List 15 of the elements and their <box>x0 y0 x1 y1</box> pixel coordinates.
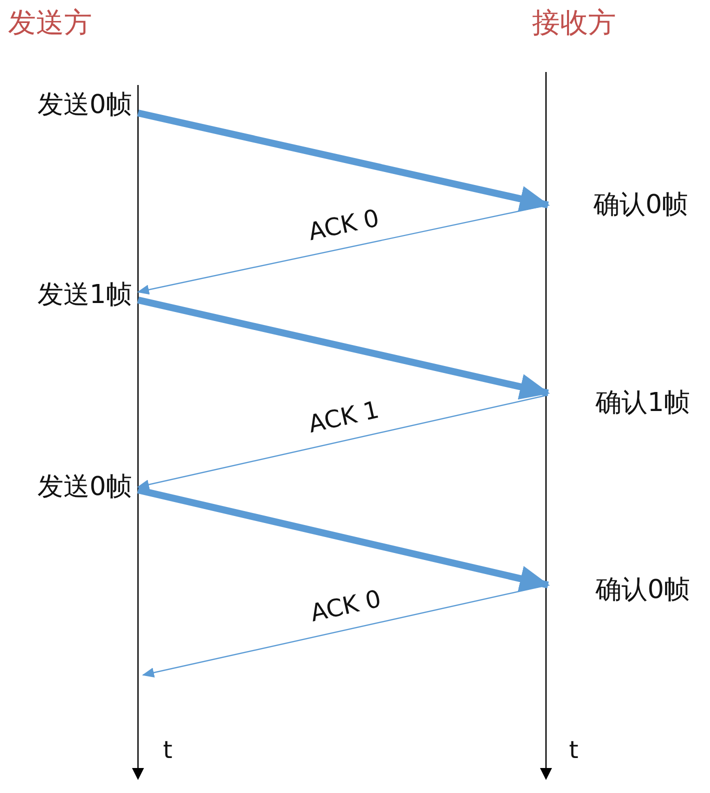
receive-label: 确认0帧 <box>548 185 694 225</box>
arrow <box>137 394 548 490</box>
axis-label: t <box>163 736 172 764</box>
receive-label: 确认0帧 <box>548 570 696 610</box>
arrow <box>137 110 550 212</box>
arrow <box>137 486 550 592</box>
receive-label: 确认1帧 <box>548 383 696 423</box>
column-heading: 发送方 <box>8 5 92 41</box>
column-heading: 接收方 <box>532 5 616 41</box>
axis-label: t <box>569 736 578 764</box>
send-label: 发送1帧 <box>6 275 138 315</box>
send-label: 发送0帧 <box>6 85 138 125</box>
time-axis <box>132 85 144 780</box>
arrow <box>142 584 548 678</box>
send-label: 发送0帧 <box>6 467 138 507</box>
